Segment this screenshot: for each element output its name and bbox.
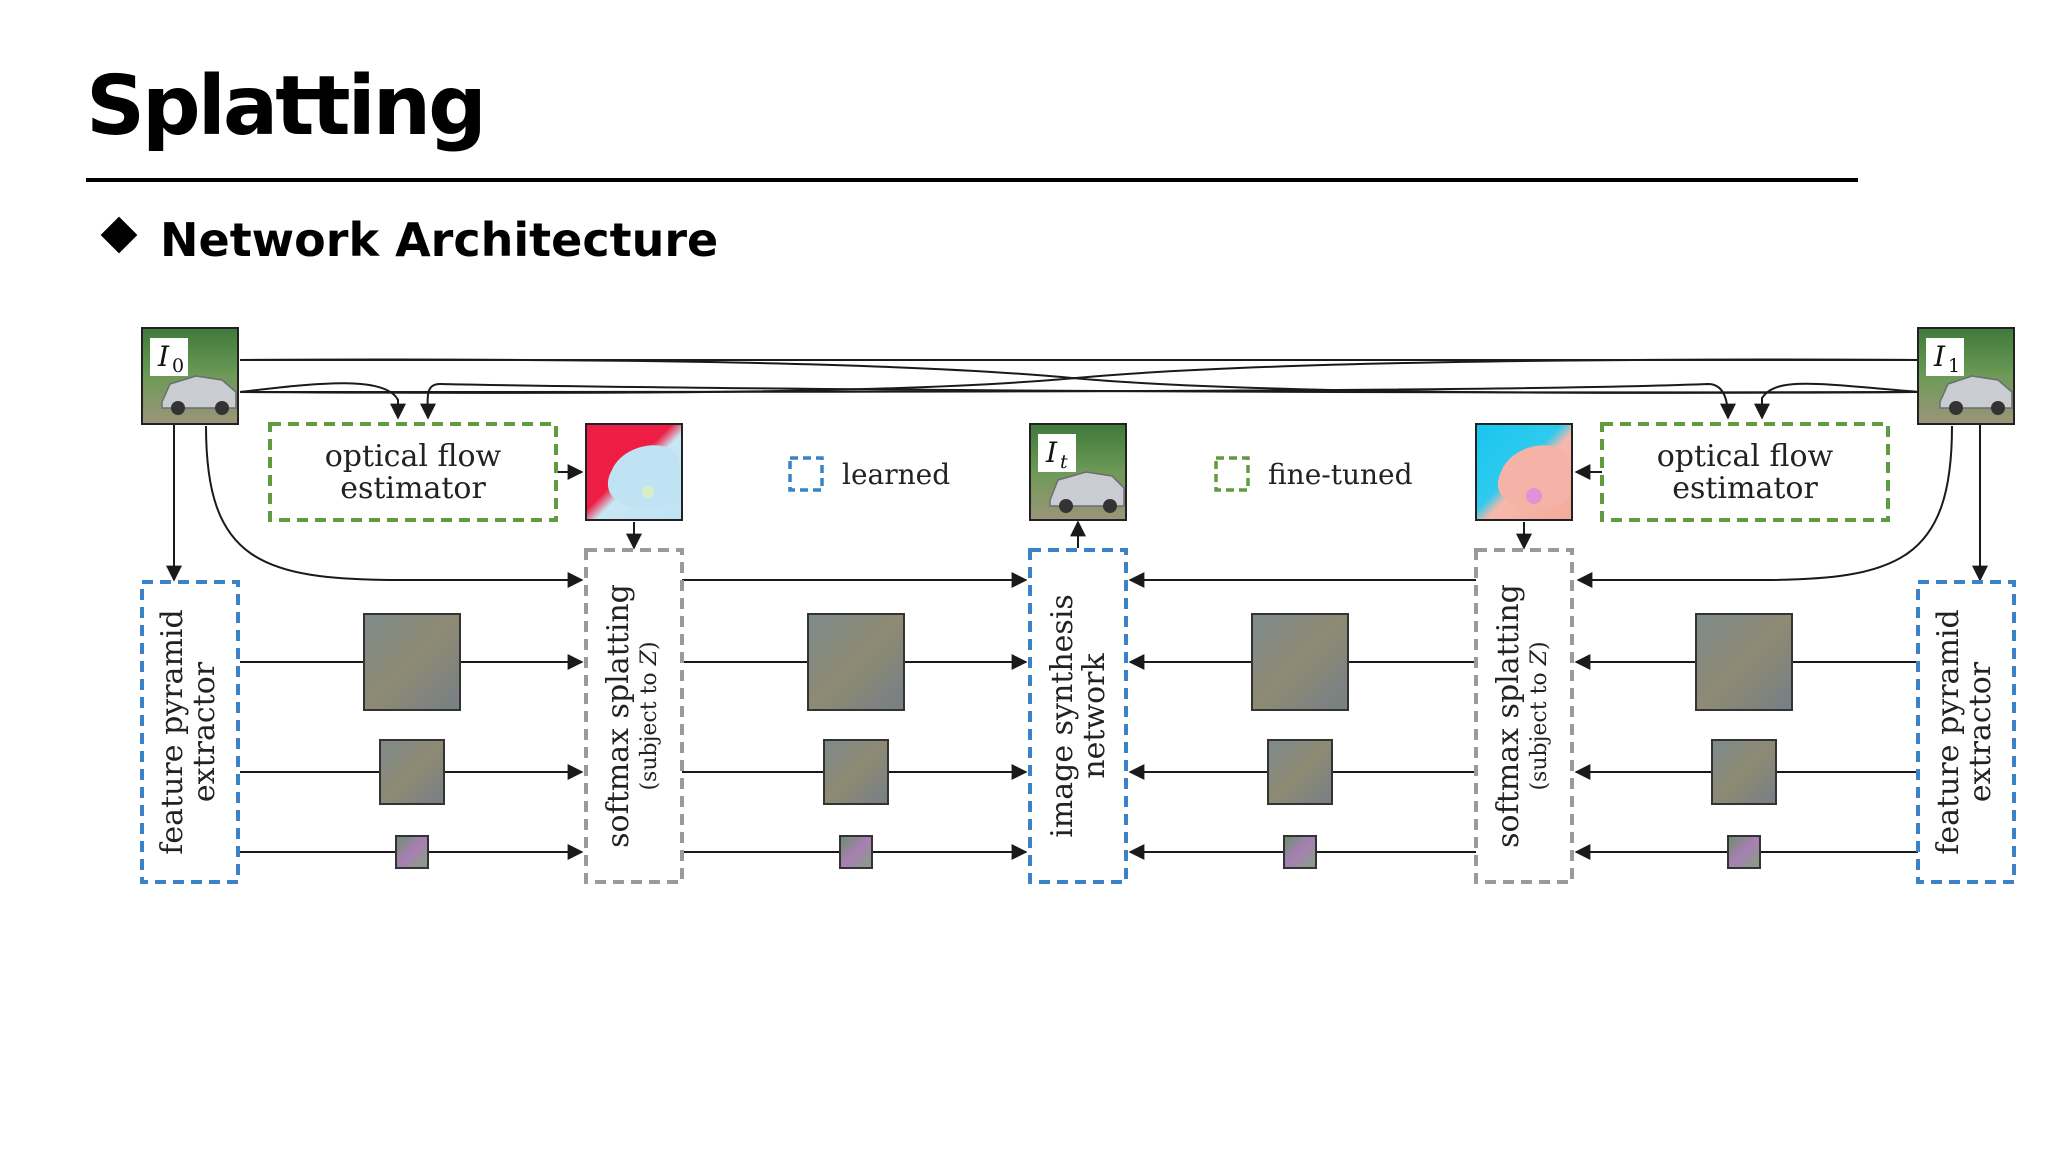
- feature-map-c1-l3: [395, 835, 429, 869]
- legend-finetuned-label: fine-tuned: [1268, 458, 1413, 491]
- feature-map-c4-l2: [1711, 739, 1777, 805]
- legend-finetuned-swatch: [1214, 456, 1250, 492]
- fpe-l-line1: feature pyramid: [155, 609, 190, 854]
- fpe-r-line2: extractor: [1963, 661, 1998, 802]
- image-synthesis-network: image synthesis network: [1028, 548, 1128, 884]
- frame-it-subscript: t: [1060, 451, 1068, 473]
- title-underline: [86, 178, 1858, 182]
- frame-i0-symbol: I: [157, 340, 170, 373]
- input-frame-i0: I 0: [141, 327, 239, 425]
- softmax-splatting-right: softmax splatting (subject to Z): [1474, 548, 1574, 884]
- flow-l-line1: optical flow: [325, 439, 502, 474]
- synthesis-line1: image synthesis: [1045, 594, 1080, 838]
- frame-i0-subscript: 0: [172, 355, 184, 377]
- flow-r-line1: optical flow: [1657, 439, 1834, 474]
- synthesis-line2: network: [1077, 652, 1112, 778]
- fpe-r-line1: feature pyramid: [1931, 609, 1966, 854]
- slide-subtitle: Network Architecture: [160, 213, 719, 267]
- feature-pyramid-extractor-left: feature pyramid extractor: [140, 580, 240, 884]
- frame-it-symbol: I: [1045, 436, 1058, 469]
- feature-map-c3-l3: [1283, 835, 1317, 869]
- flow-visualization-right: [1475, 423, 1573, 521]
- output-frame-it: I t: [1029, 423, 1127, 521]
- softmax-splatting-left: softmax splatting (subject to Z): [584, 548, 684, 884]
- input-frame-i1: I 1: [1917, 327, 2015, 425]
- feature-map-c2-l1: [807, 613, 905, 711]
- frame-i1-symbol: I: [1933, 340, 1946, 373]
- optical-flow-estimator-left: optical flow estimator: [268, 422, 558, 522]
- softmax-l-line2: (subject to Z): [637, 641, 662, 790]
- feature-map-c4-l1: [1695, 613, 1793, 711]
- slide-title: Splatting: [86, 59, 487, 154]
- legend-learned-label: learned: [842, 458, 950, 491]
- flow-l-line2: estimator: [340, 471, 486, 506]
- feature-pyramid-extractor-right: feature pyramid extractor: [1916, 580, 2016, 884]
- connector-i0-flow-l: [239, 382, 406, 420]
- legend: learned fine-tuned: [788, 456, 1413, 492]
- feature-map-c1-l2: [379, 739, 445, 805]
- feature-maps: [363, 613, 1793, 869]
- feature-map-c2-l2: [823, 739, 889, 805]
- feature-map-c2-l3: [839, 835, 873, 869]
- feature-map-c4-l3: [1727, 835, 1761, 869]
- connector-i1-flow-r: [1754, 382, 1921, 420]
- softmax-l-line1: softmax splatting: [601, 584, 636, 848]
- softmax-r-line2: (subject to Z): [1527, 641, 1552, 790]
- feature-map-c1-l1: [363, 613, 461, 711]
- optical-flow-estimator-right: optical flow estimator: [1600, 422, 1890, 522]
- flow-visualization-left: [585, 423, 683, 521]
- flow-r-line2: estimator: [1672, 471, 1818, 506]
- connector-i1-flow-l: [419, 382, 1921, 420]
- legend-learned-swatch: [788, 456, 824, 492]
- frame-i1-subscript: 1: [1948, 355, 1960, 377]
- connector-i1-softmax-r: [1576, 425, 1953, 588]
- feature-map-c3-l2: [1267, 739, 1333, 805]
- connector-i0-flow-r: [239, 382, 1736, 420]
- connector-i0-softmax-l: [205, 425, 584, 588]
- fpe-l-line2: extractor: [187, 661, 222, 802]
- softmax-r-line1: softmax splatting: [1491, 584, 1526, 848]
- feature-map-c3-l1: [1251, 613, 1349, 711]
